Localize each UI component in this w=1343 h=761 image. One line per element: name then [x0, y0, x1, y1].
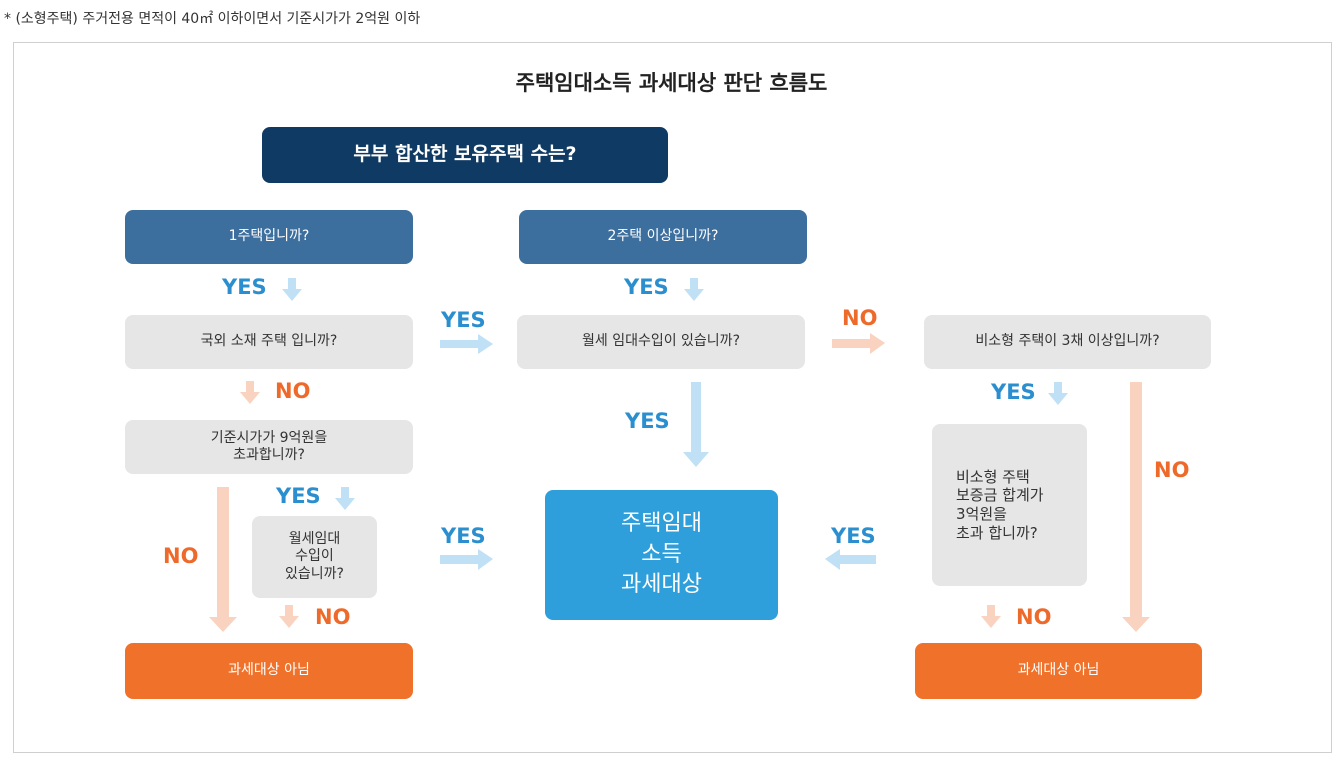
- arrow-down-no-small: [279, 605, 299, 628]
- node-price-check: 기준시가가 9억원을 초과합니까?: [125, 420, 413, 474]
- arrow-down-no-overseas: [240, 381, 260, 404]
- label-no-deposit: NO: [1016, 605, 1052, 629]
- arrow-down-yes-2: [684, 278, 704, 301]
- node-deposit-check: 비소형 주택 보증금 합계가 3억원을 초과 합니까?: [932, 424, 1087, 586]
- label-no-rent: NO: [842, 306, 878, 330]
- label-yes-rent: YES: [625, 409, 670, 433]
- arrow-down-yes-1: [282, 278, 302, 301]
- arrow-down-no-price: [209, 487, 237, 632]
- label-yes-overseas: YES: [441, 308, 486, 332]
- node-one-house: 1주택입니까?: [125, 210, 413, 264]
- label-yes-small: YES: [441, 524, 486, 548]
- diagram-title: 주택임대소득 과세대상 판단 흐름도: [515, 71, 828, 95]
- node-household-count: 부부 합산한 보유주택 수는?: [262, 127, 668, 183]
- arrow-down-yes-rent: [683, 382, 709, 467]
- arrow-right-yes-small: [440, 549, 493, 570]
- label-no-overseas: NO: [275, 379, 311, 403]
- label-yes-one-house: YES: [222, 275, 267, 299]
- node-two-plus-houses: 2주택 이상입니까?: [519, 210, 807, 264]
- arrow-down-yes-price: [335, 487, 355, 510]
- node-overseas-house: 국외 소재 주택 입니까?: [125, 315, 413, 369]
- label-yes-price: YES: [276, 484, 321, 508]
- node-not-taxable-right: 과세대상 아님: [915, 643, 1202, 699]
- label-yes-two-plus: YES: [624, 275, 669, 299]
- arrow-down-no-deposit: [981, 605, 1001, 628]
- node-monthly-rent: 월세 임대수입이 있습니까?: [517, 315, 805, 369]
- arrow-left-yes-deposit: [825, 549, 876, 570]
- footnote: * (소형주택) 주거전용 면적이 40㎡ 이하이면서 기준시가가 2억원 이하: [4, 11, 421, 27]
- arrow-right-no-rent: [832, 333, 885, 354]
- label-no-nonsmall: NO: [1154, 458, 1190, 482]
- node-non-small-count: 비소형 주택이 3채 이상입니까?: [924, 315, 1211, 369]
- label-yes-nonsmall: YES: [991, 380, 1036, 404]
- node-monthly-rent-small: 월세임대 수입이 있습니까?: [252, 516, 377, 598]
- node-taxable: 주택임대 소득 과세대상: [545, 490, 778, 620]
- arrow-down-no-nonsmall: [1122, 382, 1150, 632]
- arrow-down-yes-nonsmall: [1048, 382, 1068, 405]
- arrow-right-yes-overseas: [440, 334, 493, 354]
- label-yes-deposit: YES: [831, 524, 876, 548]
- label-no-price: NO: [163, 544, 199, 568]
- node-not-taxable-left: 과세대상 아님: [125, 643, 413, 699]
- diagram-frame: [13, 42, 1332, 753]
- label-no-small: NO: [315, 605, 351, 629]
